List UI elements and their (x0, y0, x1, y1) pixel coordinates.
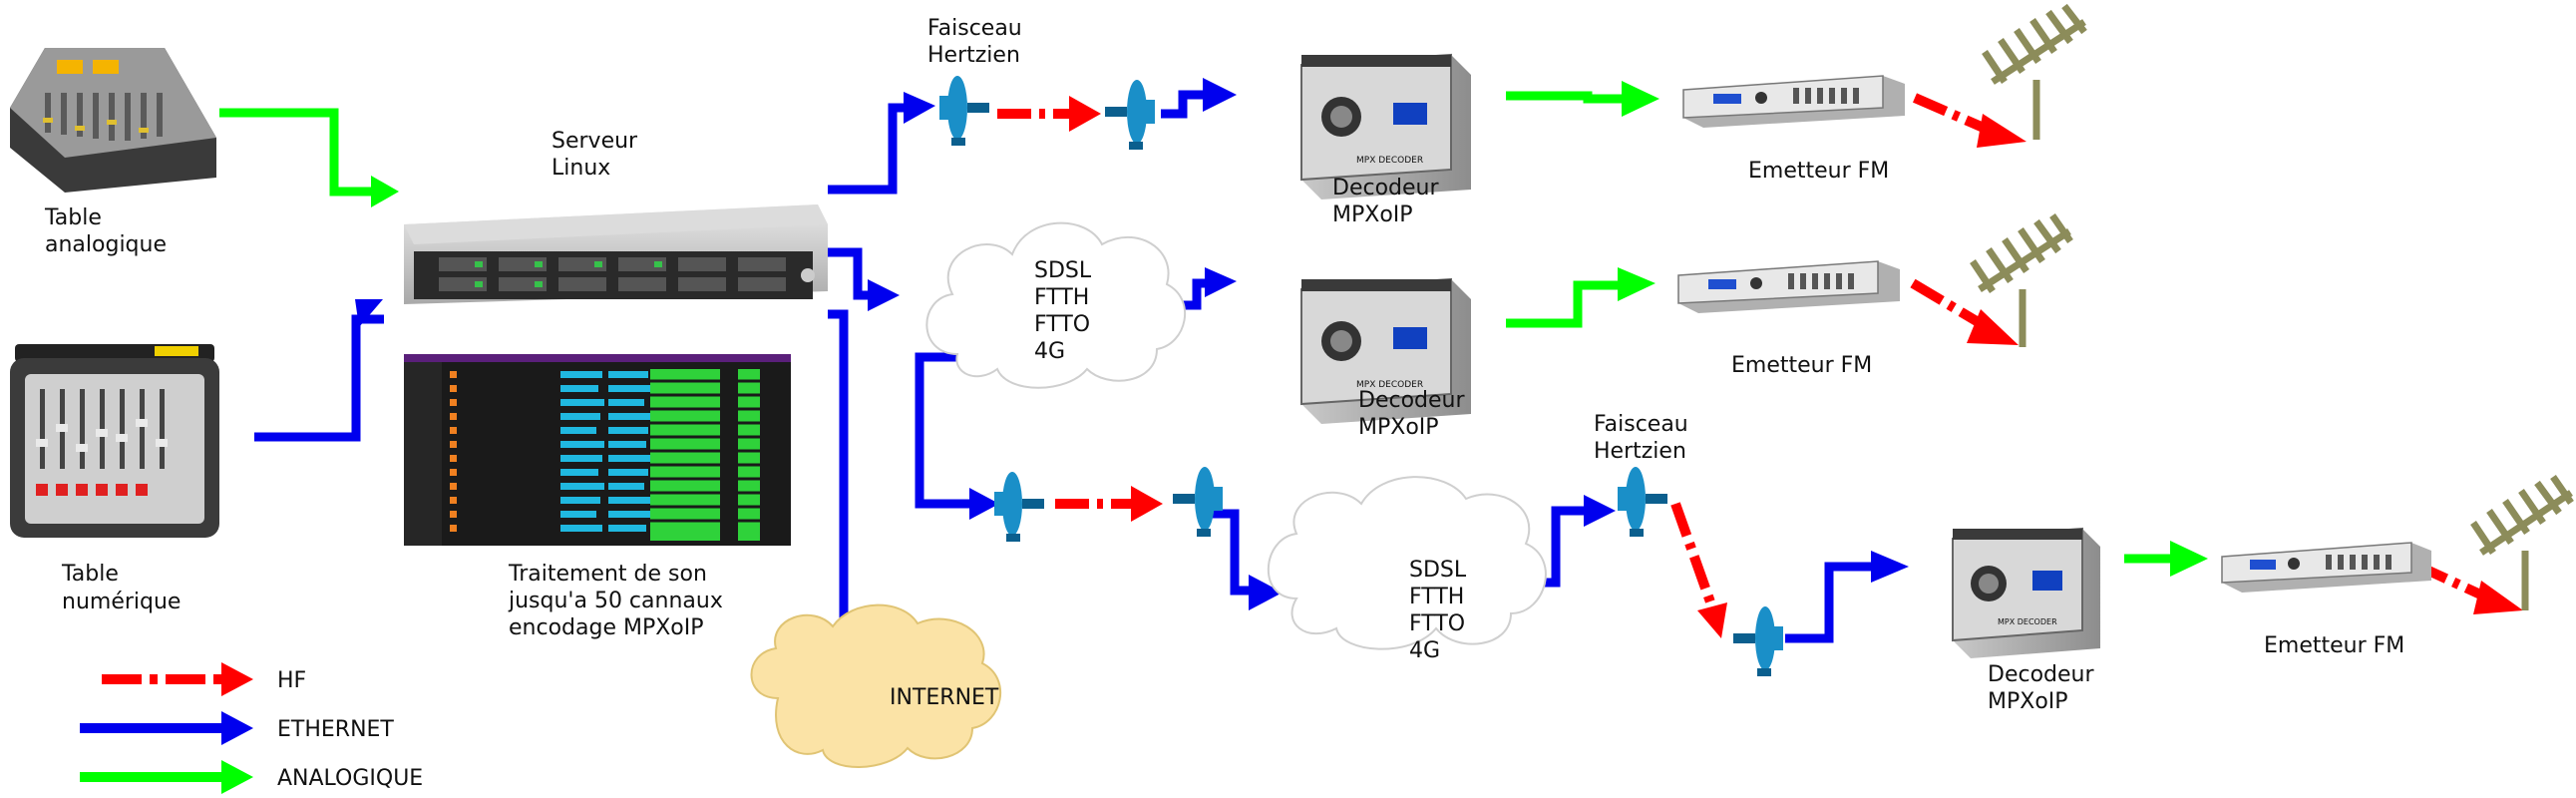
table-analog-label-line-1: Table (44, 205, 102, 230)
link-top-label-line-1: Faisceau (927, 16, 1022, 41)
antenna-1-icon (1982, 3, 2087, 140)
decoder-3-brand-text: MPX DECODER (1998, 617, 2057, 626)
emitter-1-image (1682, 75, 1905, 128)
table-digital-label-line-1: Table (61, 562, 119, 587)
processing-label-line-1: Traitement de son (508, 562, 707, 587)
table-analog-label-line-2: analogique (45, 232, 167, 257)
hf-link-emitter-3-antenna-3 (2412, 560, 2523, 614)
cloud-sdsl-2 (1267, 476, 1547, 650)
cloud-internet (750, 603, 1001, 768)
decoder-3-label-line-1: Decodeur (1988, 662, 2094, 687)
link-top-label: Faisceau Hertzien (927, 16, 1022, 68)
legend-arrowhead-ethernet (221, 711, 253, 745)
sdsl-top-label-line-4: 4G (1034, 339, 1065, 364)
processing-screenshot (404, 354, 791, 546)
link-bottom-label-line-1: Faisceau (1594, 412, 1688, 437)
ethernet-link-table-server (254, 299, 384, 442)
sdsl-bottom-label-line-4: 4G (1409, 638, 1440, 663)
decoder-1-image: MPX DECODER (1300, 53, 1471, 200)
decoder-2-image: MPX DECODER (1300, 277, 1471, 424)
legend: HF ETHERNET ANALOGIQUE (80, 662, 423, 794)
sdsl-bottom-label-line-1: SDSL (1409, 558, 1467, 583)
decoder-1-label-line-2: MPXoIP (1332, 202, 1413, 227)
link-bottom-label: Faisceau Hertzien (1594, 412, 1688, 464)
processing-label: Traitement de son jusqu'a 50 cannaux enc… (508, 562, 723, 640)
legend-label-hf: HF (277, 668, 306, 693)
dish-6-icon (1733, 606, 1783, 676)
hf-link-emitter-1-antenna-1 (1913, 93, 2026, 148)
legend-arrowhead-hf (221, 662, 253, 696)
hf-link-dish-5-dish-6 (1670, 502, 1727, 638)
legend-arrowhead-analog (221, 760, 253, 794)
emitter-1-label: Emetteur FM (1748, 159, 1889, 184)
digital-console-image (10, 344, 219, 538)
decoder-3-label-line-2: MPXoIP (1988, 689, 2068, 714)
decoder-2-label-line-2: MPXoIP (1358, 415, 1439, 440)
cloud-sdsl-1 (925, 221, 1186, 389)
legend-label-ethernet: ETHERNET (277, 717, 394, 742)
emitter-2-label: Emetteur FM (1731, 353, 1872, 378)
sdsl-top-label-line-2: FTTH (1034, 285, 1089, 310)
analog-link-decoder-1-emitter-1 (1506, 81, 1659, 117)
server-label-line-1: Serveur (552, 129, 638, 154)
dish-1-icon (939, 76, 989, 146)
legend-item-hf: HF (102, 662, 306, 696)
decoder-3-image: MPX DECODER (1952, 527, 2100, 658)
ethernet-link-server-dish-1 (828, 92, 935, 195)
sdsl-top-label: SDSL FTTH FTTO 4G (1034, 258, 1092, 364)
table-digital-label-line-2: numérique (62, 590, 181, 614)
hf-link-dish-3-dish-4 (1055, 486, 1163, 522)
processing-label-line-3: encodage MPXoIP (509, 615, 704, 640)
server-label-line-2: Linux (552, 156, 610, 181)
analog-console-image (10, 48, 216, 193)
ethernet-link-dish-4-sdsl-2 (1197, 509, 1283, 610)
decoder-1-brand-text: MPX DECODER (1356, 156, 1423, 166)
sdsl-bottom-label: SDSL FTTH FTTO 4G (1409, 558, 1467, 663)
antenna-3-icon (2470, 475, 2574, 610)
ethernet-link-dish-6-decoder-3 (1785, 551, 1909, 643)
decoder-1-label-line-1: Decodeur (1332, 176, 1439, 200)
emitter-3-image (2221, 542, 2431, 593)
decoder-3-label: Decodeur MPXoIP (1988, 662, 2094, 714)
table-digital-label: Table numérique (61, 562, 181, 614)
dish-5-icon (1618, 467, 1667, 537)
server-label: Serveur Linux (552, 129, 638, 181)
legend-label-analog: ANALOGIQUE (277, 766, 423, 791)
dish-3-icon (994, 472, 1044, 542)
ethernet-link-dish-2-decoder-1 (1161, 78, 1237, 119)
antenna-2-icon (1970, 213, 2073, 347)
link-top-label-line-2: Hertzien (927, 43, 1020, 68)
sdsl-bottom-label-line-3: FTTO (1409, 611, 1465, 636)
decoder-1-label: Decodeur MPXoIP (1332, 176, 1439, 227)
emitter-2-image (1677, 260, 1900, 313)
hf-link-emitter-2-antenna-2 (1910, 278, 2019, 345)
decoder-2-brand-text: MPX DECODER (1356, 380, 1423, 390)
table-analog-label: Table analogique (44, 205, 167, 257)
dish-2-icon (1105, 80, 1155, 150)
analog-link-decoder-3-emitter-3 (2124, 541, 2208, 577)
decoder-2-label-line-1: Decodeur (1358, 388, 1465, 413)
server-image (404, 204, 828, 304)
processing-label-line-2: jusqu'a 50 cannaux (508, 589, 723, 613)
legend-item-ethernet: ETHERNET (80, 711, 394, 745)
emitter-3-label: Emetteur FM (2264, 633, 2404, 658)
sdsl-top-label-line-3: FTTO (1034, 312, 1090, 337)
decoder-2-label: Decodeur MPXoIP (1358, 388, 1465, 440)
ethernet-link-server-sdsl-1 (828, 247, 900, 311)
hf-link-dish-1-dish-2 (997, 96, 1101, 132)
ethernet-link-sdsl-dish-3 (915, 352, 999, 520)
dish-4-icon (1173, 467, 1223, 537)
internet-label: INTERNET (890, 685, 999, 710)
sdsl-top-label-line-1: SDSL (1034, 258, 1092, 283)
link-bottom-label-line-2: Hertzien (1594, 439, 1686, 464)
analog-link-decoder-2-emitter-2 (1506, 267, 1656, 328)
sdsl-bottom-label-line-2: FTTH (1409, 585, 1464, 609)
analog-link-table-server (219, 108, 399, 207)
legend-item-analog: ANALOGIQUE (80, 760, 423, 794)
